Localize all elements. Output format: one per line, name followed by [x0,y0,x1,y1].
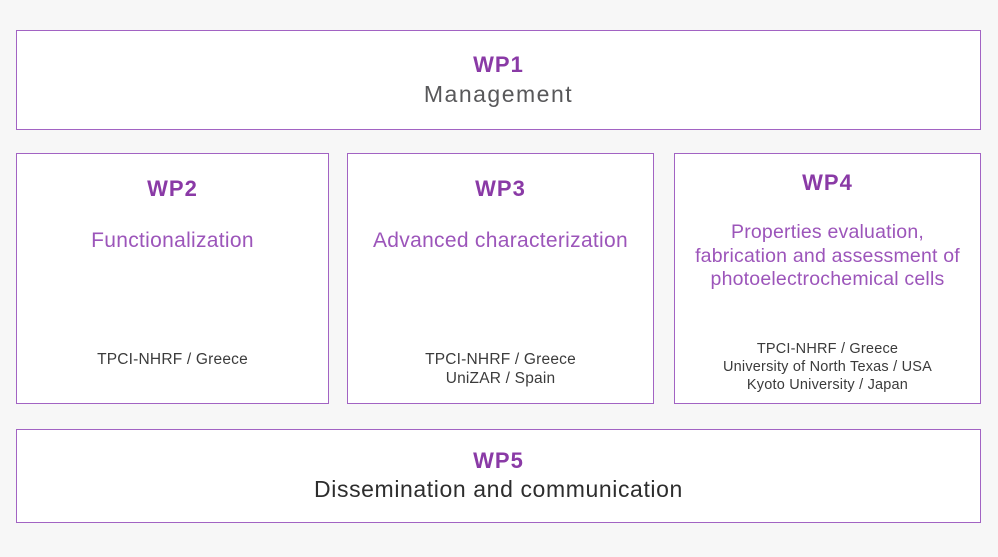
wp4-partner: Kyoto University / Japan [746,377,909,393]
wp4-partners: TPCI-NHRF / Greece University of North T… [675,340,980,394]
wp3-title: WP3 [475,176,526,201]
wp3-description: Advanced characterization [373,229,628,252]
wp5-subtitle: Dissemination and communication [314,476,683,502]
wp2-title: WP2 [147,176,198,201]
wp2-partners: TPCI-NHRF / Greece [17,350,328,369]
wp5-box: WP5 Dissemination and communication [16,429,981,523]
wp3-box: WP3 Advanced characterization TPCI-NHRF … [347,153,654,404]
wp1-box: WP1 Management [16,30,981,130]
wp3-partner: TPCI-NHRF / Greece [425,351,576,368]
wp4-box: WP4 Properties evaluation, fabrication a… [674,153,981,404]
wp3-partner: UniZAR / Spain [445,370,556,387]
wp2-partner: TPCI-NHRF / Greece [97,351,248,368]
wp4-description: Properties evaluation, fabrication and a… [695,221,960,290]
wp5-title: WP5 [473,448,524,473]
wp4-title: WP4 [802,170,853,195]
wp4-partner: TPCI-NHRF / Greece [756,341,899,357]
wp4-partner: University of North Texas / USA [722,359,932,375]
wp2-box: WP2 Functionalization TPCI-NHRF / Greece [16,153,329,404]
wp2-description: Functionalization [91,229,254,252]
wp3-partners: TPCI-NHRF / Greece UniZAR / Spain [348,350,653,388]
wp1-subtitle: Management [423,80,574,107]
wp1-title: WP1 [473,51,524,77]
